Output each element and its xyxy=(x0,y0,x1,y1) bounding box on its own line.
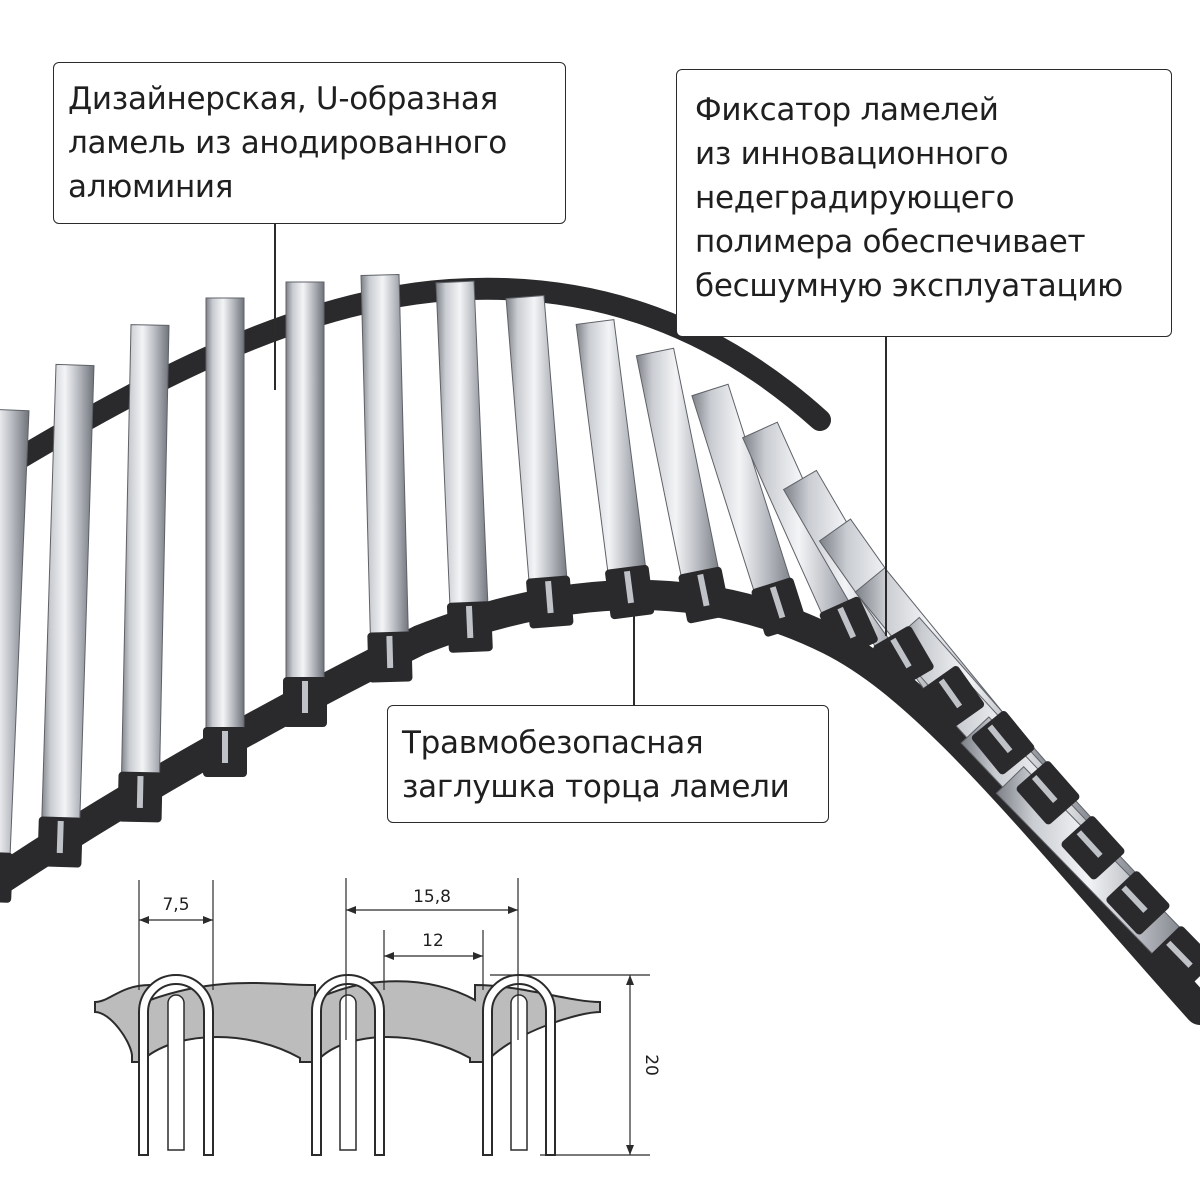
end-cap-slot xyxy=(890,637,912,669)
end-cap-slot xyxy=(837,606,857,639)
end-cap-slot xyxy=(302,681,308,713)
arrow-head xyxy=(203,916,213,924)
dim-height-label: 20 xyxy=(641,1054,661,1076)
arrow-head xyxy=(626,1145,634,1155)
end-cap-slot xyxy=(938,678,963,709)
end-cap-slot xyxy=(987,724,1013,754)
end-cap-slot xyxy=(222,731,228,763)
dim-width-label: 7,5 xyxy=(162,895,189,915)
end-caps xyxy=(0,564,1200,990)
profile-drawing: 7,5 15,8 12 20 xyxy=(94,878,661,1156)
lamel xyxy=(435,280,490,632)
arrow-head xyxy=(346,906,356,914)
u-profile-inner xyxy=(167,994,185,1151)
end-cap-slot xyxy=(465,605,474,639)
end-cap-slot xyxy=(386,635,394,669)
arrow-head xyxy=(508,906,518,914)
callout-text-line: Фиксатор ламелей xyxy=(695,92,999,128)
lamel xyxy=(0,409,30,882)
callout-text-line: Травмобезопасная xyxy=(402,725,704,761)
dim-gap-label: 12 xyxy=(422,931,444,951)
callout-text-line: из инновационного xyxy=(695,136,1009,172)
arrow-head xyxy=(139,916,149,924)
end-cap-slot xyxy=(136,775,144,809)
u-profile-outline xyxy=(138,974,214,1156)
callout-text-line: ламель из анодированного xyxy=(68,125,507,161)
callout-fixator: Фиксатор ламелей из инновационного недег… xyxy=(676,69,1172,337)
end-cap-slot xyxy=(769,586,786,619)
end-cap-slot xyxy=(545,580,554,614)
callout-text-line: полимера обеспечивает xyxy=(695,224,1086,260)
end-cap-slot xyxy=(697,573,710,607)
dim-pitch-label: 15,8 xyxy=(413,887,451,907)
lamel xyxy=(285,281,325,706)
end-cap-slot xyxy=(1031,774,1058,803)
callout-text-line: недеградирующего xyxy=(695,180,1015,216)
callout-cap: Травмобезопасная заглушка торца ламели xyxy=(387,705,829,823)
lamel xyxy=(505,294,570,608)
callout-text-line: бесшумную эксплуатацию xyxy=(695,268,1123,304)
arrow-head xyxy=(473,952,483,960)
end-cap-slot xyxy=(1121,885,1148,913)
callout-text-line: алюминия xyxy=(68,169,234,205)
u-profiles xyxy=(138,974,556,1156)
end-cap-slot xyxy=(623,570,634,604)
end-cap-slot xyxy=(1166,940,1193,968)
u-profile-outline xyxy=(482,974,556,1156)
u-profile-inner xyxy=(510,994,528,1151)
callout-text-line: заглушка торца ламели xyxy=(402,769,790,805)
u-profile-outline xyxy=(311,974,385,1156)
arrow-head xyxy=(384,952,394,960)
end-cap xyxy=(0,851,14,903)
lamel xyxy=(635,347,725,603)
callout-text-line: Дизайнерская, U-образная xyxy=(68,81,498,117)
arrow-head xyxy=(626,975,634,985)
lamel xyxy=(205,297,245,756)
u-profile-inner xyxy=(339,994,357,1151)
end-cap-slot xyxy=(56,820,64,854)
end-cap-slot xyxy=(1076,830,1103,858)
lamel xyxy=(360,273,410,662)
callout-lamel: Дизайнерская, U-образная ламель из аноди… xyxy=(53,62,566,224)
